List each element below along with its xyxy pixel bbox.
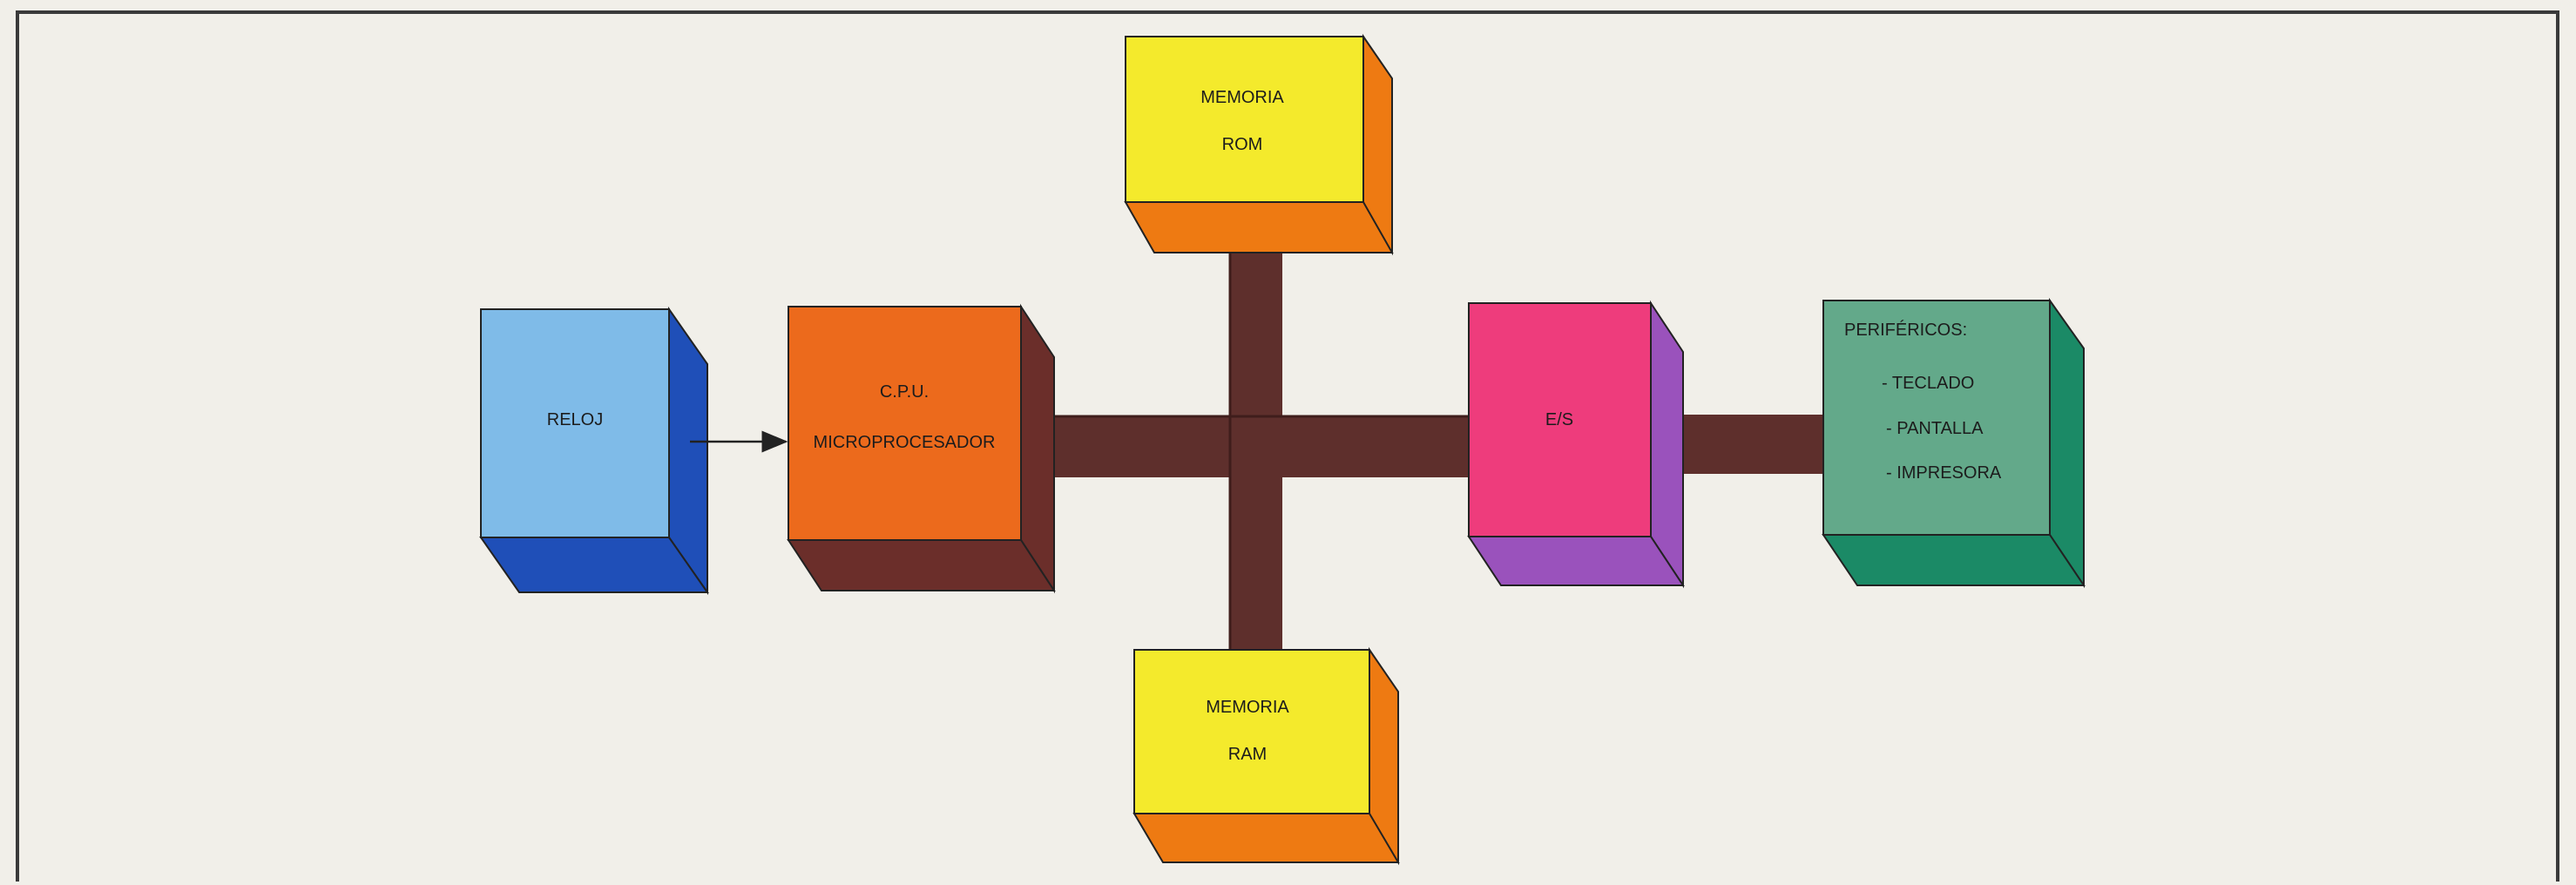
peripherals-title: PERIFÉRICOS:	[1844, 320, 1967, 340]
system-bus	[1028, 213, 1828, 653]
rom-bottom	[1124, 201, 1394, 253]
rom-face	[1125, 36, 1364, 203]
ram-block: MEMORIA RAM	[1132, 646, 1400, 866]
ram-face	[1133, 649, 1370, 814]
io-bottom	[1467, 536, 1685, 586]
ram-label-line2: RAM	[1228, 745, 1267, 764]
rom-label-line2: ROM	[1222, 135, 1263, 154]
cpu-label-line1: C.P.U.	[880, 382, 929, 402]
peripherals-item-screen: - PANTALLA	[1886, 419, 1984, 438]
clock-label: RELOJ	[547, 410, 603, 429]
peripherals-item-printer: - IMPRESORA	[1886, 463, 2002, 483]
io-face	[1468, 302, 1652, 537]
clock-bottom	[479, 537, 709, 593]
bus-horizontal	[1028, 416, 1474, 477]
cpu-block: C.P.U. MICROPROCESADOR	[787, 303, 1056, 594]
clock-face	[480, 308, 670, 538]
peripherals-face	[1822, 300, 2051, 536]
cpu-face	[788, 306, 1022, 541]
ram-label-line1: MEMORIA	[1206, 698, 1289, 717]
clock-block: RELOJ	[479, 306, 709, 596]
peripherals-bottom	[1822, 534, 2086, 586]
peripherals-item-keyboard: - TECLADO	[1882, 374, 1974, 393]
bus-peripheral-link	[1666, 415, 1828, 474]
io-block: E/S	[1467, 300, 1685, 589]
io-label: E/S	[1545, 410, 1573, 429]
cpu-label-line2: MICROPROCESADOR	[814, 433, 996, 452]
peripherals-block: PERIFÉRICOS: - TECLADO - PANTALLA - IMPR…	[1822, 297, 2086, 589]
diagram-frame	[16, 10, 2559, 882]
rom-block: MEMORIA ROM	[1124, 33, 1394, 256]
ram-bottom	[1132, 813, 1400, 863]
rom-label-line1: MEMORIA	[1200, 88, 1284, 107]
cpu-bottom	[787, 539, 1056, 591]
